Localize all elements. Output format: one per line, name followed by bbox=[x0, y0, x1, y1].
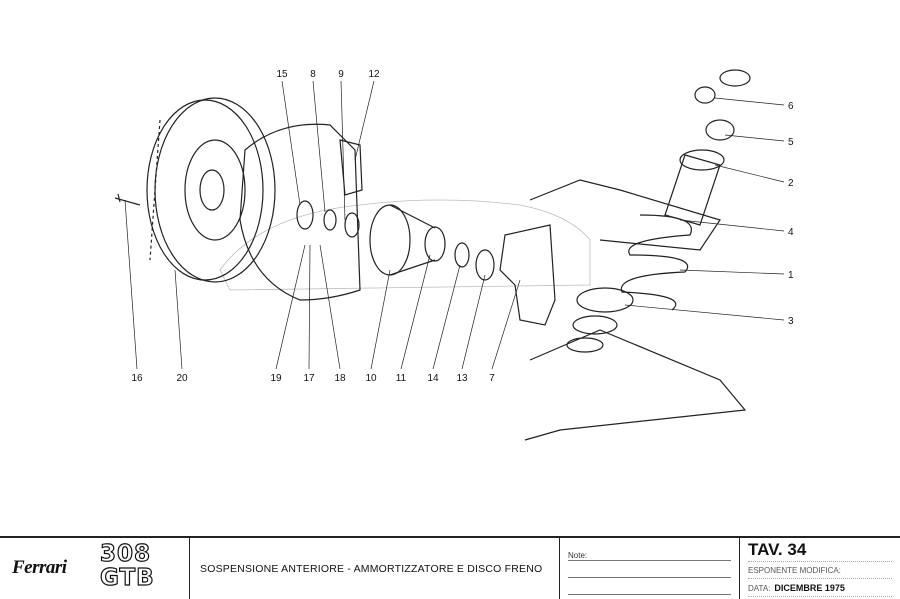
nut bbox=[475, 249, 495, 281]
spring-seat bbox=[576, 287, 634, 313]
parts-drawing bbox=[114, 69, 751, 441]
plate-number: TAV. 34 bbox=[748, 540, 892, 562]
callout-3: 3 bbox=[788, 316, 794, 327]
bearing-ring bbox=[344, 212, 360, 238]
callout-7: 7 bbox=[489, 373, 495, 384]
notes-label: Note: bbox=[568, 551, 588, 560]
notes-line bbox=[568, 561, 731, 578]
callout-9: 9 bbox=[338, 69, 344, 80]
model-number: 308 bbox=[99, 541, 152, 567]
callout-12: 12 bbox=[368, 69, 380, 80]
callout-20: 20 bbox=[176, 373, 188, 384]
shock-absorber bbox=[664, 69, 751, 226]
model-name: GTB bbox=[99, 565, 155, 591]
notes-cell: Note: bbox=[560, 538, 740, 599]
leader-line bbox=[340, 80, 346, 221]
callout-16: 16 bbox=[131, 373, 143, 384]
lower-arm bbox=[524, 329, 747, 441]
steering-knuckle bbox=[499, 224, 556, 326]
model-logo: 308 GTB bbox=[99, 541, 155, 591]
callout-2: 2 bbox=[788, 178, 794, 189]
leader-line bbox=[312, 80, 326, 213]
title-block: Ferrari 308 GTB SOSPENSIONE ANTERIORE - … bbox=[0, 536, 900, 599]
brake-disc bbox=[146, 97, 276, 283]
leader-line bbox=[432, 264, 461, 370]
callout-18: 18 bbox=[334, 373, 346, 384]
callout-8: 8 bbox=[310, 69, 316, 80]
plate-cell: TAV. 34 ESPONENTE MODIFICA: DATA:DICEMBR… bbox=[740, 538, 900, 599]
leader-line bbox=[354, 80, 375, 161]
car-outline bbox=[219, 199, 591, 291]
callout-17: 17 bbox=[303, 373, 315, 384]
leader-line bbox=[174, 269, 183, 370]
notes-line: Note: bbox=[568, 544, 731, 561]
leader-line bbox=[275, 244, 306, 370]
callout-5: 5 bbox=[788, 137, 794, 148]
callout-13: 13 bbox=[456, 373, 468, 384]
upper-arm bbox=[529, 179, 721, 251]
bracket bbox=[339, 139, 363, 196]
bearing bbox=[296, 200, 314, 230]
callout-1: 1 bbox=[788, 270, 794, 281]
callout-19: 19 bbox=[270, 373, 282, 384]
date-value: DICEMBRE 1975 bbox=[774, 583, 845, 593]
leader-line bbox=[319, 244, 341, 370]
drawing-title: SOSPENSIONE ANTERIORE - AMMORTIZZATORE E… bbox=[190, 538, 560, 599]
logo-cell: Ferrari 308 GTB bbox=[0, 538, 190, 599]
splash-shield bbox=[239, 123, 361, 301]
leader-line bbox=[370, 269, 391, 370]
notes-line bbox=[568, 578, 731, 595]
leader-line bbox=[679, 269, 785, 275]
leader-line bbox=[624, 304, 785, 321]
washer bbox=[454, 242, 470, 268]
coil-spring bbox=[620, 214, 692, 311]
date-row: DATA:DICEMBRE 1975 bbox=[748, 579, 892, 597]
date-label: DATA: bbox=[748, 584, 771, 593]
leader-line bbox=[724, 134, 785, 142]
bump-stop bbox=[572, 315, 618, 335]
leader-line bbox=[124, 199, 138, 370]
ferrari-logo: Ferrari bbox=[12, 557, 67, 578]
callout-14: 14 bbox=[427, 373, 439, 384]
leader-line bbox=[400, 254, 431, 370]
callout-10: 10 bbox=[365, 373, 377, 384]
callout-6: 6 bbox=[788, 101, 794, 112]
leader-line bbox=[714, 164, 785, 183]
callout-11: 11 bbox=[396, 373, 407, 384]
seal bbox=[323, 209, 337, 231]
leader-line bbox=[714, 97, 785, 106]
bolt bbox=[114, 193, 141, 206]
leader-line bbox=[281, 80, 301, 206]
ring bbox=[566, 337, 604, 353]
callout-15: 15 bbox=[276, 69, 288, 80]
leader-line bbox=[308, 244, 311, 370]
revision-label: ESPONENTE MODIFICA: bbox=[748, 562, 892, 579]
wheel-hub bbox=[369, 204, 446, 276]
leader-line bbox=[461, 274, 486, 370]
callout-4: 4 bbox=[788, 227, 794, 238]
leader-line bbox=[679, 219, 785, 232]
leader-line bbox=[491, 279, 521, 370]
